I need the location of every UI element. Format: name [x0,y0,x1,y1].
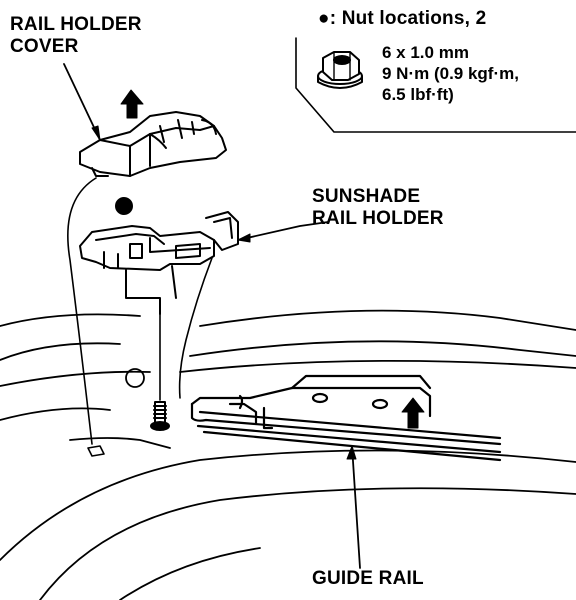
label-line: COVER [10,36,79,57]
stud-bolt [150,313,170,431]
nut-spec: 6 x 1.0 mm 9 N·m (0.9 kgf·m, 6.5 lbf·ft) [382,42,519,105]
leader-sunshade-rail-holder [237,221,329,241]
flange-nut-icon [317,51,363,89]
leader-arrowhead [346,445,357,460]
spec-line: 6 x 1.0 mm [382,43,469,62]
up-arrow-icon [120,89,144,119]
label-line: RAIL HOLDER [312,208,444,229]
nut-marker-icon: ● [318,8,330,29]
rail-holder-cover-part [79,111,227,177]
label-line: SUNSHADE [312,186,421,207]
leader-guide-rail [351,445,361,569]
alignment-lines [67,177,213,457]
label-line: RAIL HOLDER [10,14,142,35]
up-arrow-icon [401,397,425,429]
label-sunshade-rail-holder: SUNSHADE RAIL HOLDER [312,186,444,230]
legend-title: ●: Nut locations, 2 [318,8,486,30]
leader-arrowhead [237,233,251,243]
sunshade-rail-holder-part [79,197,239,315]
guide-rail-part [190,374,502,462]
leader-arrowhead [91,125,101,141]
label-rail-holder-cover: RAIL HOLDER COVER [10,14,142,58]
label-guide-rail: GUIDE RAIL [312,568,424,589]
roof-panel [0,309,576,600]
spec-line: 6.5 lbf·ft) [382,85,454,104]
legend-frame [295,37,576,133]
legend-text: : Nut locations, 2 [329,8,487,29]
spec-line: 9 N·m (0.9 kgf·m, [382,64,519,83]
